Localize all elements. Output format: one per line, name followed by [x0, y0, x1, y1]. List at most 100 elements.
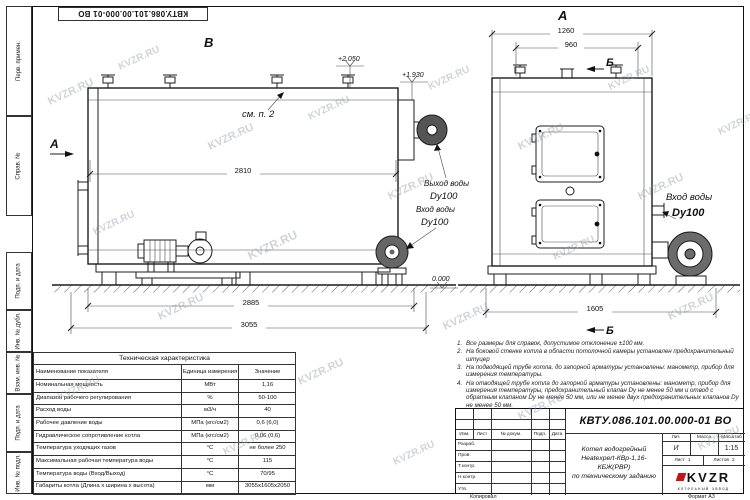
table-cell: м3/ч: [182, 405, 239, 419]
dim-1260: 1260: [488, 26, 656, 76]
frame-field-podp-data-1: Подп. и дата: [6, 252, 32, 310]
side-view-label: В: [204, 35, 213, 50]
section-b-label: Б: [606, 325, 614, 337]
pipe-stub: [77, 181, 89, 191]
tb-mass-label: Масса: [696, 434, 712, 440]
tb-lit-value: И: [673, 444, 679, 452]
logo-mark: [675, 473, 687, 481]
table-cell: %: [182, 392, 239, 406]
company-logo: KVZR котельный завод: [662, 465, 745, 495]
top-stub: [561, 68, 573, 79]
water-inlet-label: Вход воды: [416, 205, 455, 214]
table-cell: °С: [182, 443, 239, 457]
dim-1605: 1605: [482, 288, 720, 318]
upper-door: [531, 125, 605, 183]
tb-role-tkontr: Т.контр.: [458, 464, 476, 469]
table-cell: 0,06 (0,6): [239, 431, 296, 444]
dim-2810: 2810: [86, 160, 400, 182]
water-inlet-callout-side: Вход воды Dy100: [406, 205, 455, 249]
flue-duct: [397, 99, 415, 161]
tb-lit-label: Лит.: [671, 434, 681, 440]
elevation-1930-label: +1.930: [402, 72, 424, 79]
table-cell: Габариты котла (Длина х ширина х высота): [34, 481, 182, 495]
logo-text: KVZR: [686, 469, 731, 485]
doc-title-line2: Heatexpert-КВр-1,16-КБЖ(РВР): [581, 455, 647, 471]
doc-number: КВТУ.086.101.00.000-01 ВО: [579, 415, 732, 427]
tb-role-razrab: Разраб.: [458, 442, 476, 447]
valve-icon: [512, 64, 528, 79]
table-cell: Максимальная рабочая температура воды: [34, 456, 182, 469]
notes: 1.Все размеры для справок, допустимое от…: [457, 340, 743, 410]
table-cell: 40: [239, 405, 296, 419]
ground-hatch: [458, 285, 740, 293]
dim-3055-label: 3055: [241, 320, 258, 329]
table-cell: 1,16: [239, 380, 296, 393]
section-b-bottom: Б: [586, 325, 614, 337]
table-cell: не более 250: [239, 443, 296, 457]
dim-3055: 3055: [67, 292, 430, 334]
drawing-frame: [32, 6, 744, 494]
table-cell: Номинальная мощность: [34, 380, 182, 393]
dim-2885-label: 2885: [243, 298, 260, 307]
tb-header-data: Дата: [551, 431, 563, 437]
tb-scale-label: Масштаб: [721, 434, 742, 440]
pump: [187, 238, 213, 264]
sight-glass: [565, 186, 575, 196]
door-handle: [594, 221, 600, 227]
table-cell: МПа (кгс/см2): [182, 430, 239, 444]
tb-role-nkontr: Н.контр.: [458, 475, 477, 480]
note-text: На боковой стенке котла в области потоло…: [466, 348, 734, 363]
water-inlet-dn: Dy100: [672, 207, 705, 219]
note-item: 2.На боковой стенке котла в области пото…: [457, 348, 743, 363]
side-view: 2810 2885 3055: [49, 35, 469, 334]
valve-icon: [162, 74, 178, 89]
tb-role-prov: Пров.: [458, 453, 471, 458]
elevation-2050-label: +2.050: [338, 56, 360, 63]
dim-2810-label: 2810: [235, 166, 252, 175]
tb-sheets-cell: Листов 2: [703, 455, 745, 465]
dim-2885: 2885: [84, 288, 418, 312]
format-label: Формат А3: [688, 494, 715, 500]
blower-fan: [651, 231, 713, 286]
tb-sheets-label: Листов: [713, 457, 729, 463]
valve-icon: [340, 74, 356, 89]
front-skid: [487, 265, 657, 275]
see-note-label: см. п. 2: [242, 109, 275, 120]
col-header-value: Значение: [239, 365, 296, 380]
note-text: На подводящей трубе котла, до запорной а…: [466, 363, 734, 379]
water-outlet-label: Выход воды: [424, 179, 469, 188]
kopiroval-label: Копировал: [470, 494, 497, 500]
inlet-stub: [651, 205, 665, 216]
note-number: 4.: [457, 379, 463, 387]
tb-sheet-value: 1: [687, 457, 691, 463]
doc-title: Котел водогрейный Heatexpert-КВр-1,16-КБ…: [566, 433, 662, 495]
pipe-stub: [77, 245, 89, 255]
view-a-arrowhead: [65, 151, 74, 157]
water-inlet-callout-front: Вход воды Dy100: [662, 192, 712, 220]
tb-header-list: Лист: [476, 431, 488, 437]
dim-960: 960: [512, 40, 642, 76]
col-header-name: Наименование показателя: [34, 365, 182, 380]
frame-field-inv-podl: Инв. № подл.: [6, 452, 32, 494]
tb-sheets-value: 2: [731, 457, 735, 463]
title-block: Изм. Лист № докум. Подп. Дата Разраб. Пр…: [455, 408, 745, 495]
frame-field-podp-data-2: Подп. и дата: [6, 394, 32, 452]
table-cell: Расход воды: [34, 405, 182, 419]
note-item: 1.Все размеры для справок, допустимое от…: [457, 340, 743, 347]
water-inlet-label: Вход воды: [666, 192, 712, 203]
dim-960-label: 960: [565, 40, 578, 49]
water-inlet-dn: Dy100: [421, 217, 449, 228]
note-text: Все размеры для справок, допустимое откл…: [466, 340, 645, 347]
front-view: 1260 960 1605: [458, 8, 740, 337]
table-cell: мм: [182, 481, 239, 495]
tb-scale-value: 1:15: [724, 444, 739, 452]
valve-icon: [269, 74, 285, 89]
note-item: 4.На отводящей трубе котла до запорной а…: [457, 380, 743, 409]
tb-header-podp: Подп.: [533, 431, 547, 437]
section-b-label: Б: [606, 57, 614, 69]
table-cell: МВт: [182, 380, 239, 393]
see-note-arrowhead: [277, 92, 284, 99]
table-cell: МПа (кгс/см2): [182, 418, 239, 431]
